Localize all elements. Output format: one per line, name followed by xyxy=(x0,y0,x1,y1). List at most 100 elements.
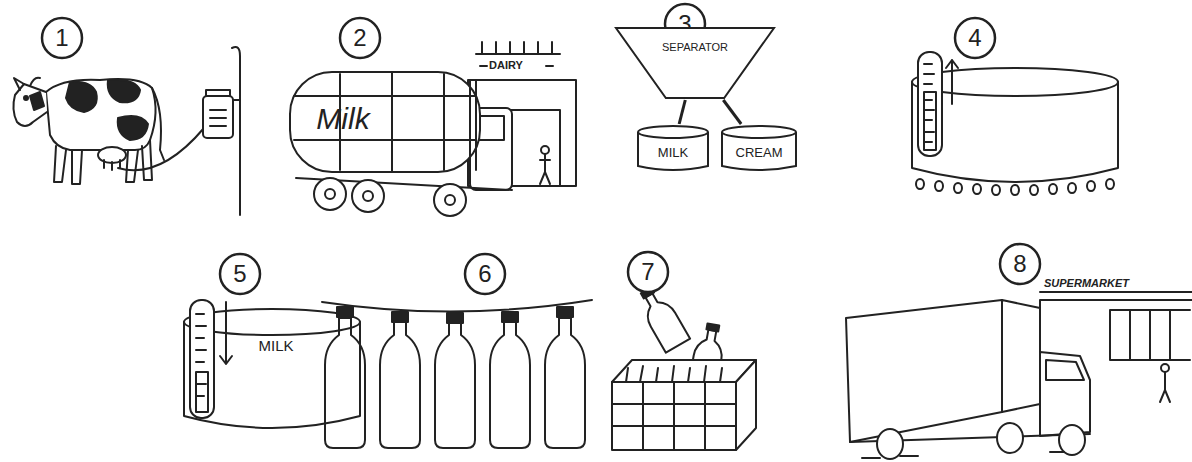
bucket-rim xyxy=(638,126,708,138)
callout-number: 6 xyxy=(478,261,491,286)
cow-body xyxy=(46,79,156,150)
jar-lid xyxy=(206,90,230,96)
person-head xyxy=(541,146,549,154)
trailer-front xyxy=(1002,300,1040,412)
wheel xyxy=(997,423,1023,453)
bottle xyxy=(545,318,585,448)
cow-leg xyxy=(72,150,82,184)
bucket: MILK xyxy=(636,124,710,172)
bottle-cap xyxy=(337,307,353,317)
node-text-box: 5 xyxy=(218,252,262,296)
separator-funnel xyxy=(616,28,774,98)
bottle-cap xyxy=(392,312,408,322)
cow-ear xyxy=(14,78,24,90)
bottle-cap xyxy=(502,312,518,322)
cow-eye xyxy=(24,96,28,100)
jar-hanger xyxy=(233,99,240,101)
level-arrow xyxy=(220,302,232,364)
node-outline xyxy=(614,24,776,100)
delivery-lorry xyxy=(846,292,1192,459)
cow-horn xyxy=(30,78,40,86)
person-body xyxy=(1160,372,1170,402)
callout-number: 8 xyxy=(1013,251,1026,276)
person-body xyxy=(540,154,550,184)
node-text-box: 2 xyxy=(338,16,382,60)
step-number: 7 xyxy=(626,250,670,294)
cab-window xyxy=(1046,360,1084,380)
cow-udder xyxy=(98,147,126,163)
drop xyxy=(935,181,943,191)
pipe xyxy=(679,100,685,124)
milk-tube xyxy=(118,128,204,170)
bottle xyxy=(380,322,420,448)
node-text-box: 7 xyxy=(626,250,670,294)
step-number: 5 xyxy=(218,252,262,296)
wheel xyxy=(1059,425,1085,455)
node-text-box: 1 xyxy=(40,16,84,60)
gauge-ticks xyxy=(196,314,206,396)
bottle-cap xyxy=(447,313,463,323)
node-text-box: 6 xyxy=(463,252,507,296)
node-text: Milk xyxy=(316,103,369,135)
level-arrow xyxy=(946,60,958,104)
step-number: 1 xyxy=(40,16,84,60)
step-circle xyxy=(1000,244,1040,284)
cow-spot xyxy=(30,92,44,110)
shop-sign: SUPERMARKET xyxy=(1044,277,1129,289)
milk-jar xyxy=(203,96,233,138)
callout-number: 2 xyxy=(353,25,366,50)
cow-leg xyxy=(126,150,138,182)
crate-grid xyxy=(612,382,736,450)
node-text: MILK xyxy=(658,146,688,160)
falling-bottle xyxy=(634,283,690,352)
drop xyxy=(1087,181,1095,191)
crate-side xyxy=(736,360,756,450)
node-text-box: 8 xyxy=(998,242,1042,286)
bottle-necks xyxy=(626,366,722,382)
sign-letters xyxy=(482,42,552,54)
callout-number: 4 xyxy=(968,25,981,50)
sign-bar xyxy=(476,53,560,55)
node-text-box: MILK xyxy=(636,124,710,172)
step-circle xyxy=(340,18,380,58)
drop xyxy=(916,179,924,189)
node-text-box: Milk xyxy=(298,100,388,138)
bottle-crate xyxy=(612,283,756,450)
road-mark xyxy=(862,452,1064,458)
conveyor xyxy=(322,300,592,312)
cow-spot xyxy=(66,82,97,112)
bottling-line xyxy=(322,300,592,448)
gauge xyxy=(190,300,214,418)
tank-label: Milk xyxy=(298,100,388,138)
drop xyxy=(954,183,962,193)
bucket-rim xyxy=(722,126,796,138)
drop xyxy=(1068,183,1076,193)
bucket: CREAM xyxy=(720,124,798,172)
hub xyxy=(325,189,335,199)
tank-label: MILK xyxy=(240,334,312,358)
drop xyxy=(1049,184,1057,194)
trailer-side xyxy=(846,300,1002,442)
shop-windows xyxy=(1110,310,1190,360)
milk-tanker xyxy=(290,42,576,216)
callout-number: 1 xyxy=(55,25,68,50)
step-circle xyxy=(628,252,668,292)
tank-stripe xyxy=(294,96,476,140)
cow-leg xyxy=(54,146,66,182)
bottle-cap xyxy=(706,323,719,331)
step-number: 6 xyxy=(463,252,507,296)
node-text-box: CREAM xyxy=(720,124,798,172)
cooling-tank xyxy=(912,52,1118,195)
step-number: 2 xyxy=(338,16,382,60)
step-circle xyxy=(220,254,260,294)
step-circle xyxy=(955,18,995,58)
cow-head xyxy=(13,84,47,126)
tank-body xyxy=(290,72,480,172)
hub xyxy=(445,195,455,205)
gauge-ticks xyxy=(924,64,934,142)
node-text-box: MILK xyxy=(240,334,312,358)
step-number: 8 xyxy=(998,242,1042,286)
